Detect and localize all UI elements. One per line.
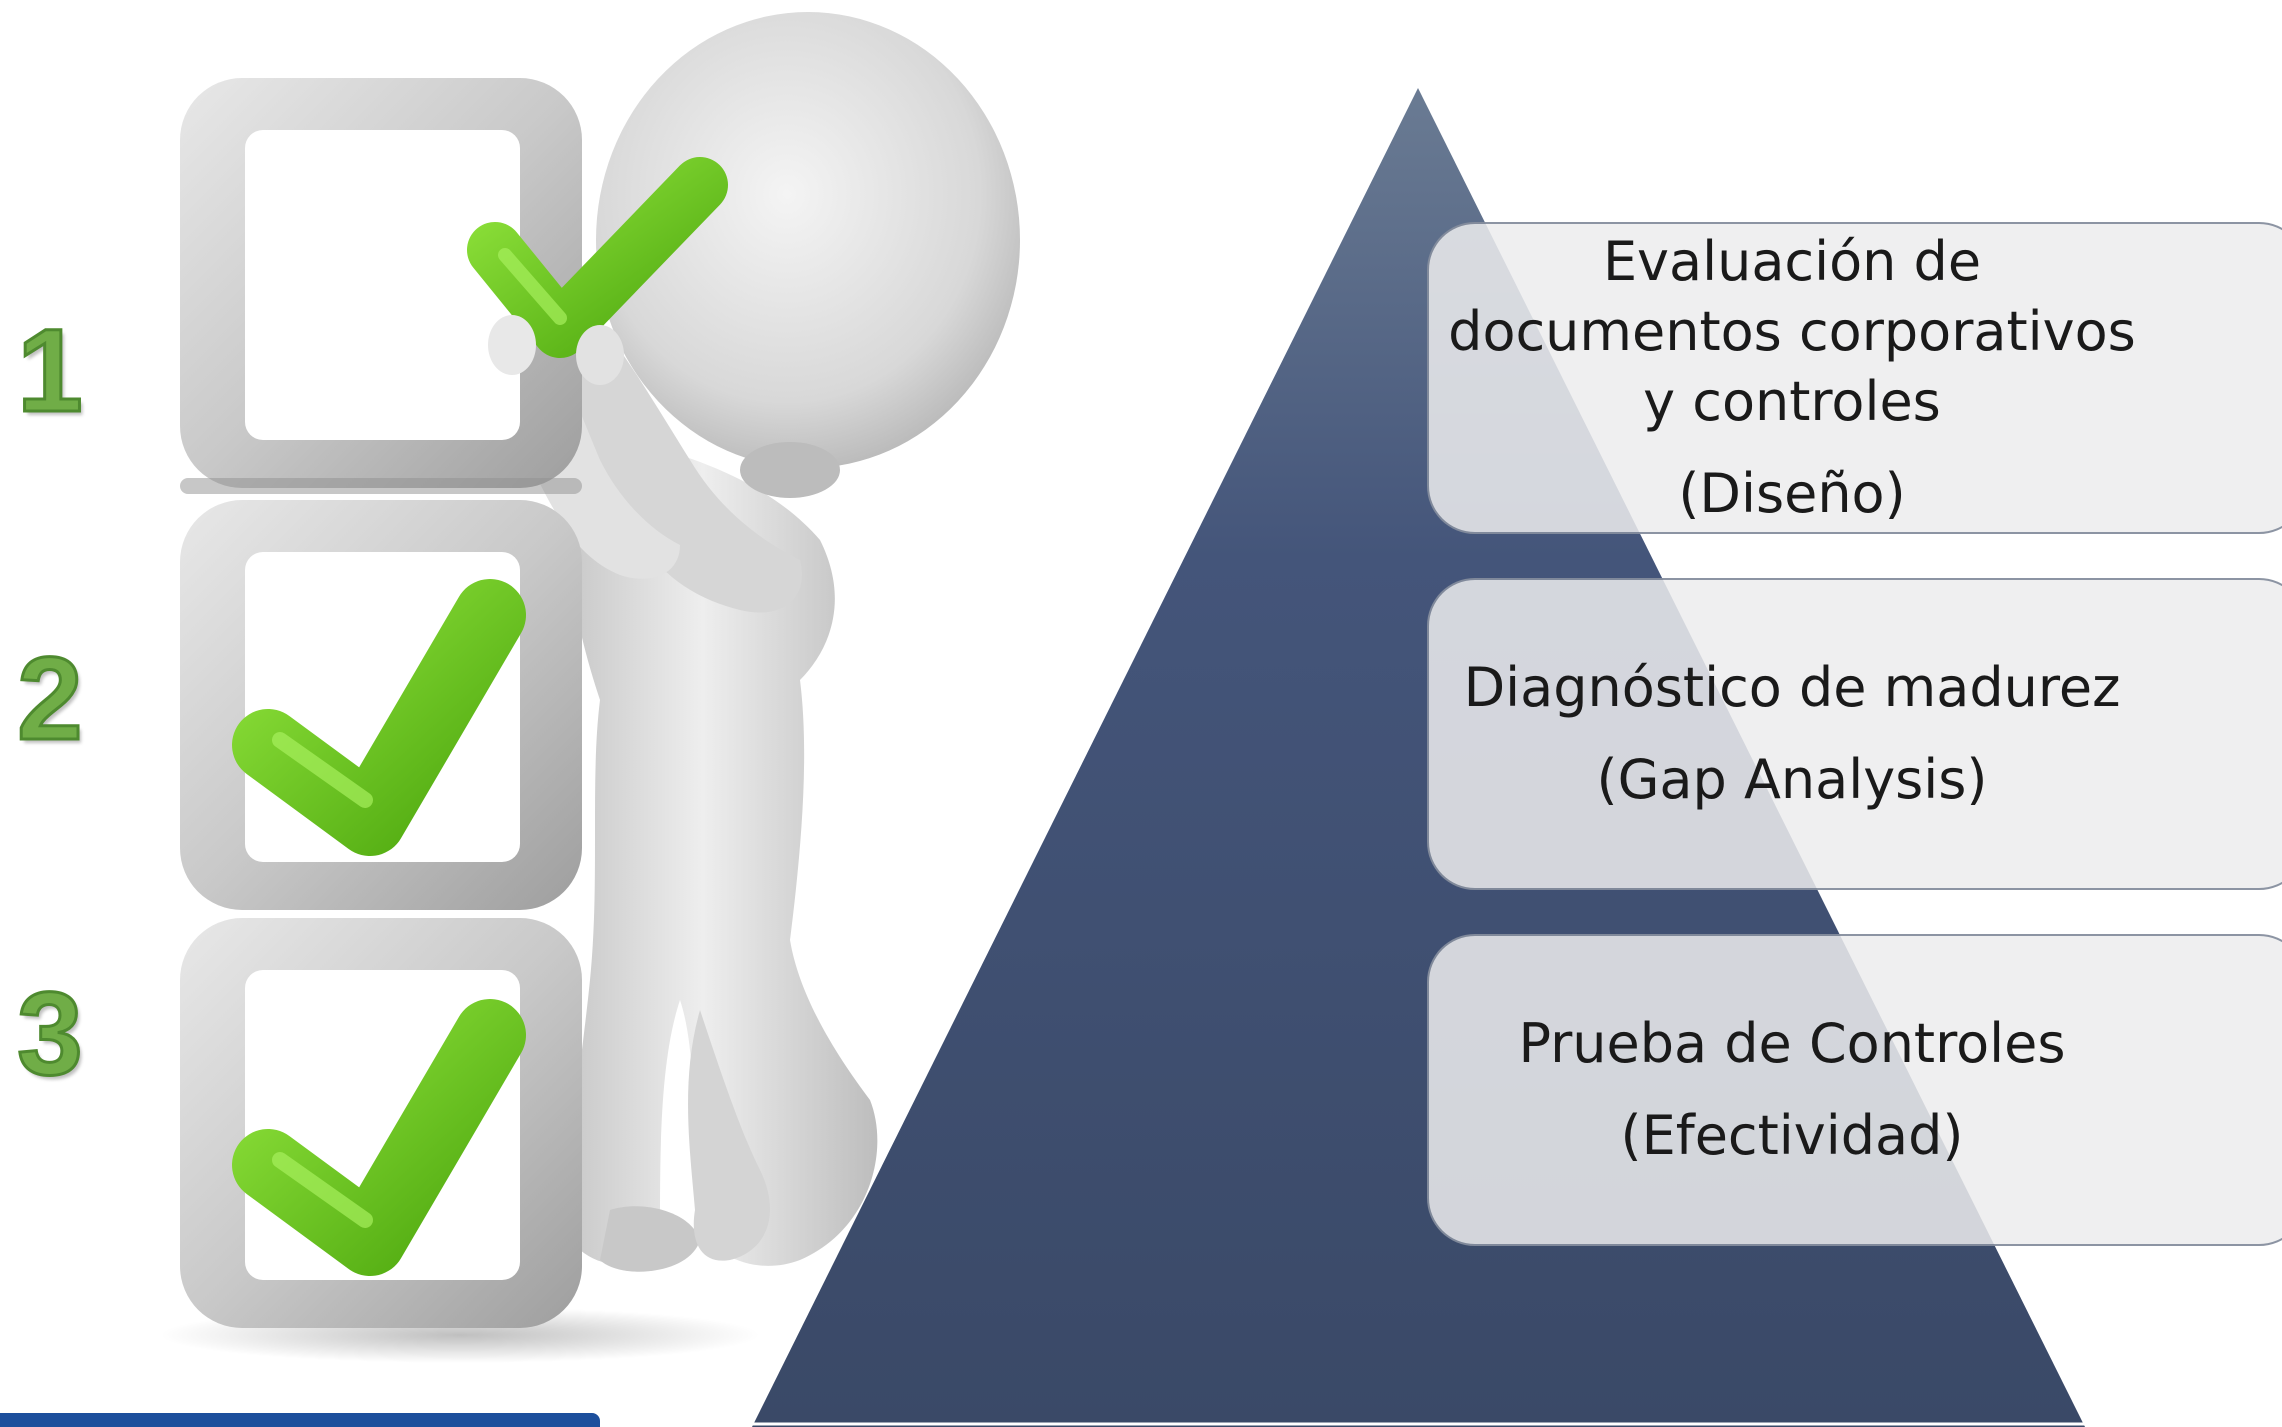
check-mark-icon: [232, 999, 526, 1276]
step-box-controls: Prueba de Controles (Efectividad): [1427, 934, 2282, 1246]
checkbox-frame-icon: [180, 78, 582, 494]
check-mark-icon: [232, 579, 526, 856]
step-subtitle: (Gap Analysis): [1596, 748, 1988, 811]
step-title: Prueba de Controles: [1518, 1012, 2066, 1075]
step-subtitle: (Efectividad): [1620, 1104, 1964, 1167]
figure-hand: [576, 325, 624, 385]
step-number-2: 2: [16, 633, 85, 765]
step-number-3: 3: [16, 968, 85, 1100]
figure-leg: [688, 1010, 770, 1261]
step-subtitle: (Diseño): [1678, 462, 1906, 525]
step-number-1: 1: [16, 305, 85, 437]
step-box-design: Evaluación de documentos corporativos y …: [1427, 222, 2282, 534]
step-title: Evaluación de documentos corporativos y …: [1448, 230, 2136, 433]
figure-hand: [488, 315, 536, 375]
check-mark-icon: [467, 157, 728, 358]
step-box-maturity: Diagnóstico de madurez (Gap Analysis): [1427, 578, 2282, 890]
bottom-accent-bar: [0, 1413, 600, 1427]
step-title: Diagnóstico de madurez: [1463, 656, 2121, 719]
